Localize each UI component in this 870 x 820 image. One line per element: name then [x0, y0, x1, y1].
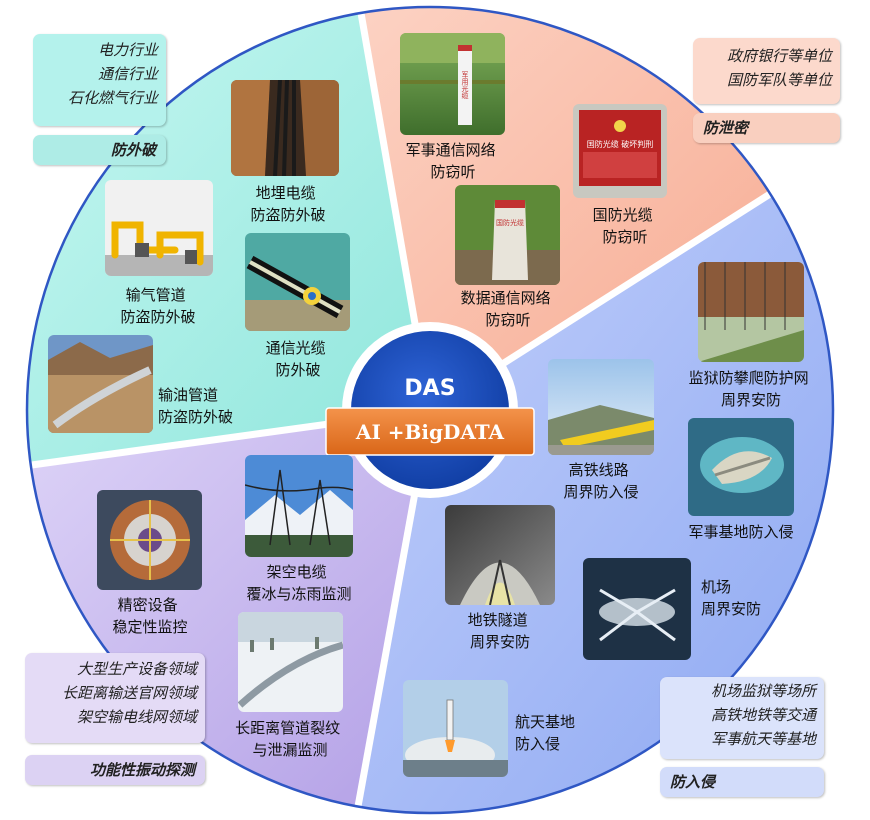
- space-base-photo: [403, 680, 508, 777]
- industry-line: 高铁地铁等交通: [710, 706, 816, 724]
- precision-equipment-photo: [97, 490, 202, 590]
- fiber-cable-label: 通信光缆 防外破: [266, 339, 331, 379]
- overhead-cable-photo: [245, 455, 353, 557]
- overhead-cable-label: 架空电缆 覆冰与冻雨监测: [246, 563, 351, 603]
- industry-line: 国防军队等单位: [726, 71, 832, 89]
- vibration-industries: 大型生产设备领域 长距离输送官网领域 架空输电线网领域: [25, 653, 205, 743]
- defense-fiber-label: 国防光缆 防窃听: [593, 206, 658, 246]
- center-title: DAS: [404, 376, 455, 401]
- industry-line: 石化燃气行业: [67, 89, 158, 107]
- outer-border: [25, 5, 835, 815]
- stone-marker-text: 国防光缆: [496, 218, 524, 227]
- industry-line: 军事航天等基地: [710, 730, 816, 748]
- industry-line: 长距离输送官网领域: [61, 684, 197, 702]
- gas-pipeline-photo: [105, 180, 213, 276]
- military-base-label: 军事基地防入侵: [688, 523, 793, 541]
- center-banner: [325, 407, 535, 456]
- buried-cable-photo: [231, 80, 339, 176]
- center-banner-text: AI +BigDATA: [355, 420, 505, 444]
- red-sign-text: 国防光缆 破坏判刑: [587, 139, 654, 149]
- military-base-photo: [688, 418, 794, 516]
- buried-cable-label: 地埋电缆 防盗防外破: [250, 184, 325, 224]
- oil-pipeline-label: 输油管道 防盗防外破: [158, 386, 233, 426]
- military-network-photo: [400, 33, 505, 135]
- industry-line: 大型生产设备领域: [76, 660, 197, 678]
- high-speed-rail-label: 高铁线路 周界防入侵: [563, 461, 638, 501]
- industry-line: 架空输电线网领域: [76, 708, 197, 726]
- gas-pipeline-label: 输气管道 防盗防外破: [120, 286, 195, 326]
- industry-line: 通信行业: [97, 65, 158, 83]
- marker-post-text: 军用光缆: [461, 71, 469, 100]
- long-pipeline-label: 长距离管道裂纹 与泄漏监测: [235, 719, 345, 759]
- military-network-label: 军事通信网络 防窃听: [406, 141, 501, 181]
- long-pipeline-photo: [238, 612, 343, 712]
- industry-line: 电力行业: [97, 41, 158, 59]
- anti-damage-tag: 防外破: [33, 135, 166, 165]
- airport-label: 机场 周界安防: [701, 578, 761, 618]
- high-speed-rail-photo: [548, 359, 654, 455]
- defense-fiber-photo: [573, 104, 667, 198]
- anti-intrusion-industries: 机场监狱等场所 高铁地铁等交通 军事航天等基地: [660, 677, 824, 759]
- prison-fence-label: 监狱防攀爬防护网 周界安防: [689, 369, 814, 409]
- anti-intrusion-tag: 防入侵: [660, 767, 824, 797]
- oil-pipeline-photo: [48, 335, 153, 433]
- prison-fence-photo: [698, 262, 804, 362]
- vibration-tag: 功能性振动探测: [25, 755, 205, 785]
- industry-line: 机场监狱等场所: [710, 682, 816, 700]
- anti-damage-industries: 电力行业 通信行业 石化燃气行业: [33, 34, 166, 126]
- anti-leak-industries: 政府银行等单位 国防军队等单位: [693, 38, 840, 104]
- anti-leak-tag: 防泄密: [693, 113, 840, 143]
- industry-line: 政府银行等单位: [726, 47, 832, 65]
- fiber-cable-photo: [245, 233, 350, 331]
- subway-tunnel-label: 地铁隧道 周界安防: [468, 611, 533, 651]
- data-network-label: 数据通信网络 防窃听: [461, 289, 556, 329]
- data-network-photo: [455, 185, 560, 285]
- subway-tunnel-photo: [445, 505, 555, 605]
- space-base-label: 航天基地 防入侵: [515, 713, 580, 753]
- airport-photo: [583, 558, 691, 660]
- precision-equipment-label: 精密设备 稳定性监控: [112, 596, 187, 636]
